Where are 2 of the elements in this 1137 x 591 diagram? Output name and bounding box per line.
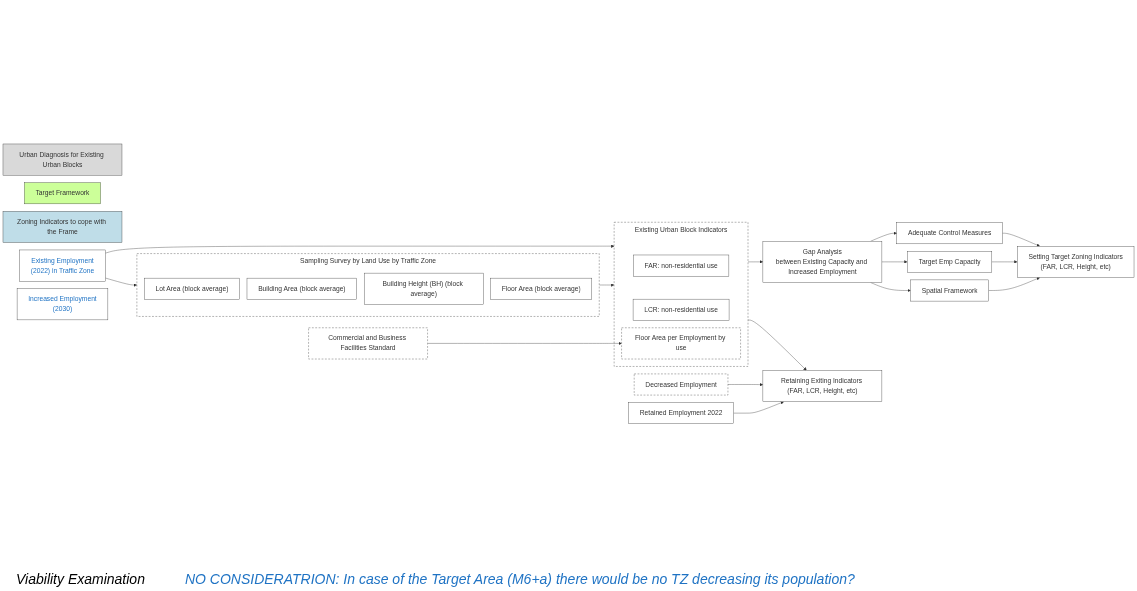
- note: NO CONSIDERATRION: In case of the Target Area (M6+a) there would be no TZ decreasing its population?: [184, 571, 855, 587]
- section-label: Viability Examination: [16, 571, 145, 587]
